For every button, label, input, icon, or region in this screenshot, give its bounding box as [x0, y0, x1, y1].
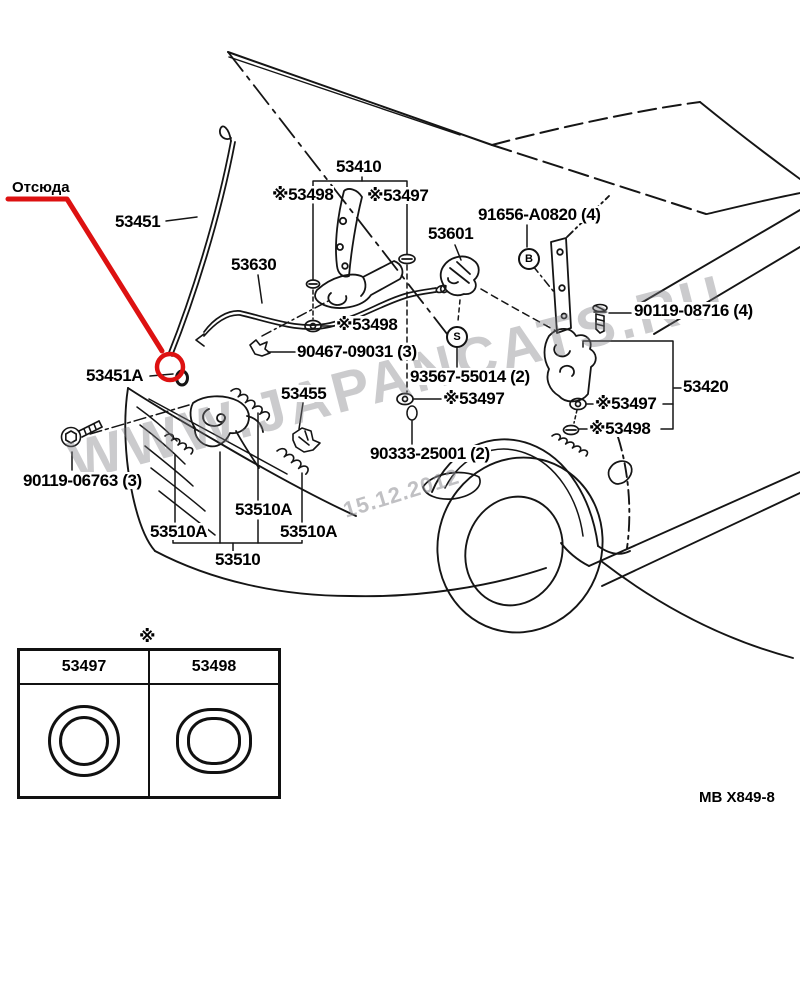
part-label-53497: ※53497 — [442, 389, 506, 408]
clip-icons — [249, 339, 321, 453]
red-highlight-circle — [154, 351, 186, 383]
part-label-53498: ※53498 — [588, 419, 652, 438]
part-label-53510A: 53510A — [279, 522, 339, 541]
part-label-91656A08204: 91656-A0820 (4) — [477, 205, 602, 224]
part-label-53451: 53451 — [114, 212, 162, 231]
hood-hinge-left — [261, 188, 404, 337]
legend-header-53498: 53498 — [149, 650, 279, 684]
from-here-annotation: Отсюда — [12, 179, 70, 196]
part-label-53510A: 53510A — [149, 522, 209, 541]
screw-icon — [592, 303, 608, 334]
part-label-53497: ※53497 — [366, 186, 430, 205]
hood-lock-striker — [439, 255, 557, 332]
part-label-53451A: 53451A — [85, 366, 145, 385]
part-label-90333250012: 90333-25001 (2) — [369, 444, 491, 463]
red-arrow — [5, 196, 186, 383]
coil-springs — [164, 387, 589, 475]
part-label-53410: 53410 — [335, 157, 383, 176]
release-cable — [195, 284, 448, 347]
part-label-53630: 53630 — [230, 255, 278, 274]
clip-53455-icon — [292, 427, 321, 453]
part-label-90119067633: 90119-06763 (3) — [22, 471, 143, 490]
part-label-53498: ※53498 — [335, 315, 399, 334]
part-label-53498: ※53498 — [271, 185, 335, 204]
part-label-53455: 53455 — [280, 384, 328, 403]
part-label-53497: ※53497 — [594, 394, 658, 413]
car-body-lines — [422, 101, 800, 659]
part-label-53601: 53601 — [427, 224, 475, 243]
drawing-code: MB X849-8 — [699, 789, 775, 806]
legend-header-53497: 53497 — [19, 650, 149, 684]
callout-b-icon: B — [518, 248, 540, 270]
hood-prop-rod — [167, 125, 236, 357]
part-label-53510A: 53510A — [234, 500, 294, 519]
leader-lines — [71, 176, 682, 552]
gasket-ring-53498-hole — [187, 716, 241, 765]
front-bumper — [124, 387, 547, 598]
note-reference-mark: ※ — [139, 627, 156, 646]
cable-clip-icon — [249, 339, 271, 357]
part-label-53420: 53420 — [682, 377, 730, 396]
hood-hinge-right — [543, 237, 597, 403]
callout-s-icon: S — [446, 326, 468, 348]
hood-outline — [227, 51, 707, 349]
grommet-icons — [175, 253, 587, 436]
gasket-ring-53498 — [176, 707, 252, 774]
bolt-icon — [60, 420, 103, 448]
part-label-90467090313: 90467-09031 (3) — [296, 342, 418, 361]
part-label-53510: 53510 — [214, 550, 262, 569]
gasket-ring-53497 — [48, 704, 120, 777]
gasket-legend-table: ※ 53497 53498 — [17, 627, 281, 799]
part-label-93567550142: 93567-55014 (2) — [409, 367, 531, 386]
gasket-ring-53497-hole — [59, 715, 109, 766]
part-label-90119087164: 90119-08716 (4) — [633, 301, 754, 320]
